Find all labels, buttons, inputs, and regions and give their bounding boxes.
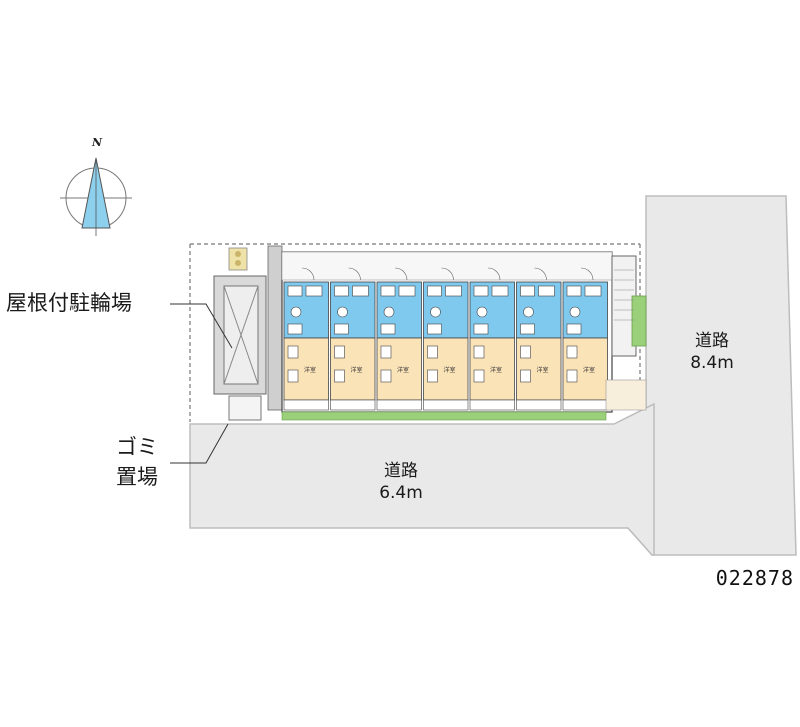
road-east-name: 道路 (695, 331, 729, 351)
roads (189, 195, 797, 556)
leader-lines (170, 303, 233, 464)
compass-icon (60, 157, 132, 236)
apartment-unit: 洋室 (283, 267, 329, 411)
garbage-label-line1: ゴミ (116, 435, 158, 459)
apartment-unit: 洋室 (330, 267, 376, 411)
building: 洋室 洋室 洋室 洋室 洋室 洋室 洋室 (267, 245, 647, 413)
apartment-unit: 洋室 (516, 267, 562, 411)
room-label: 洋室 (350, 366, 362, 374)
road-east-width: 8.4m (690, 353, 734, 373)
bike-parking-label: 屋根付駐輪場 (6, 291, 132, 315)
road-south-name: 道路 (384, 461, 418, 481)
garbage-label-line2: 置場 (116, 465, 158, 489)
apartment-unit: 洋室 (376, 267, 422, 411)
room-label: 洋室 (397, 366, 409, 374)
property-code: 022878 (715, 566, 794, 590)
room-label: 洋室 (583, 366, 595, 374)
road-south-label: 道路 6.4m (356, 460, 446, 504)
garbage-area (228, 395, 262, 421)
apartment-unit: 洋室 (469, 267, 515, 411)
bike-shelter (213, 247, 267, 395)
room-label: 洋室 (443, 366, 455, 374)
road-south-width: 6.4m (379, 483, 423, 503)
lawn-strip (281, 411, 607, 421)
compass-north-label: N (92, 136, 103, 149)
unit-row: 洋室 洋室 洋室 洋室 洋室 洋室 洋室 (283, 267, 608, 411)
room-label: 洋室 (304, 366, 316, 374)
room-label: 洋室 (536, 366, 548, 374)
apartment-unit: 洋室 (423, 267, 469, 411)
road-east-label: 道路 8.4m (672, 330, 752, 374)
room-label: 洋室 (490, 366, 502, 374)
apartment-unit: 洋室 (562, 267, 608, 411)
